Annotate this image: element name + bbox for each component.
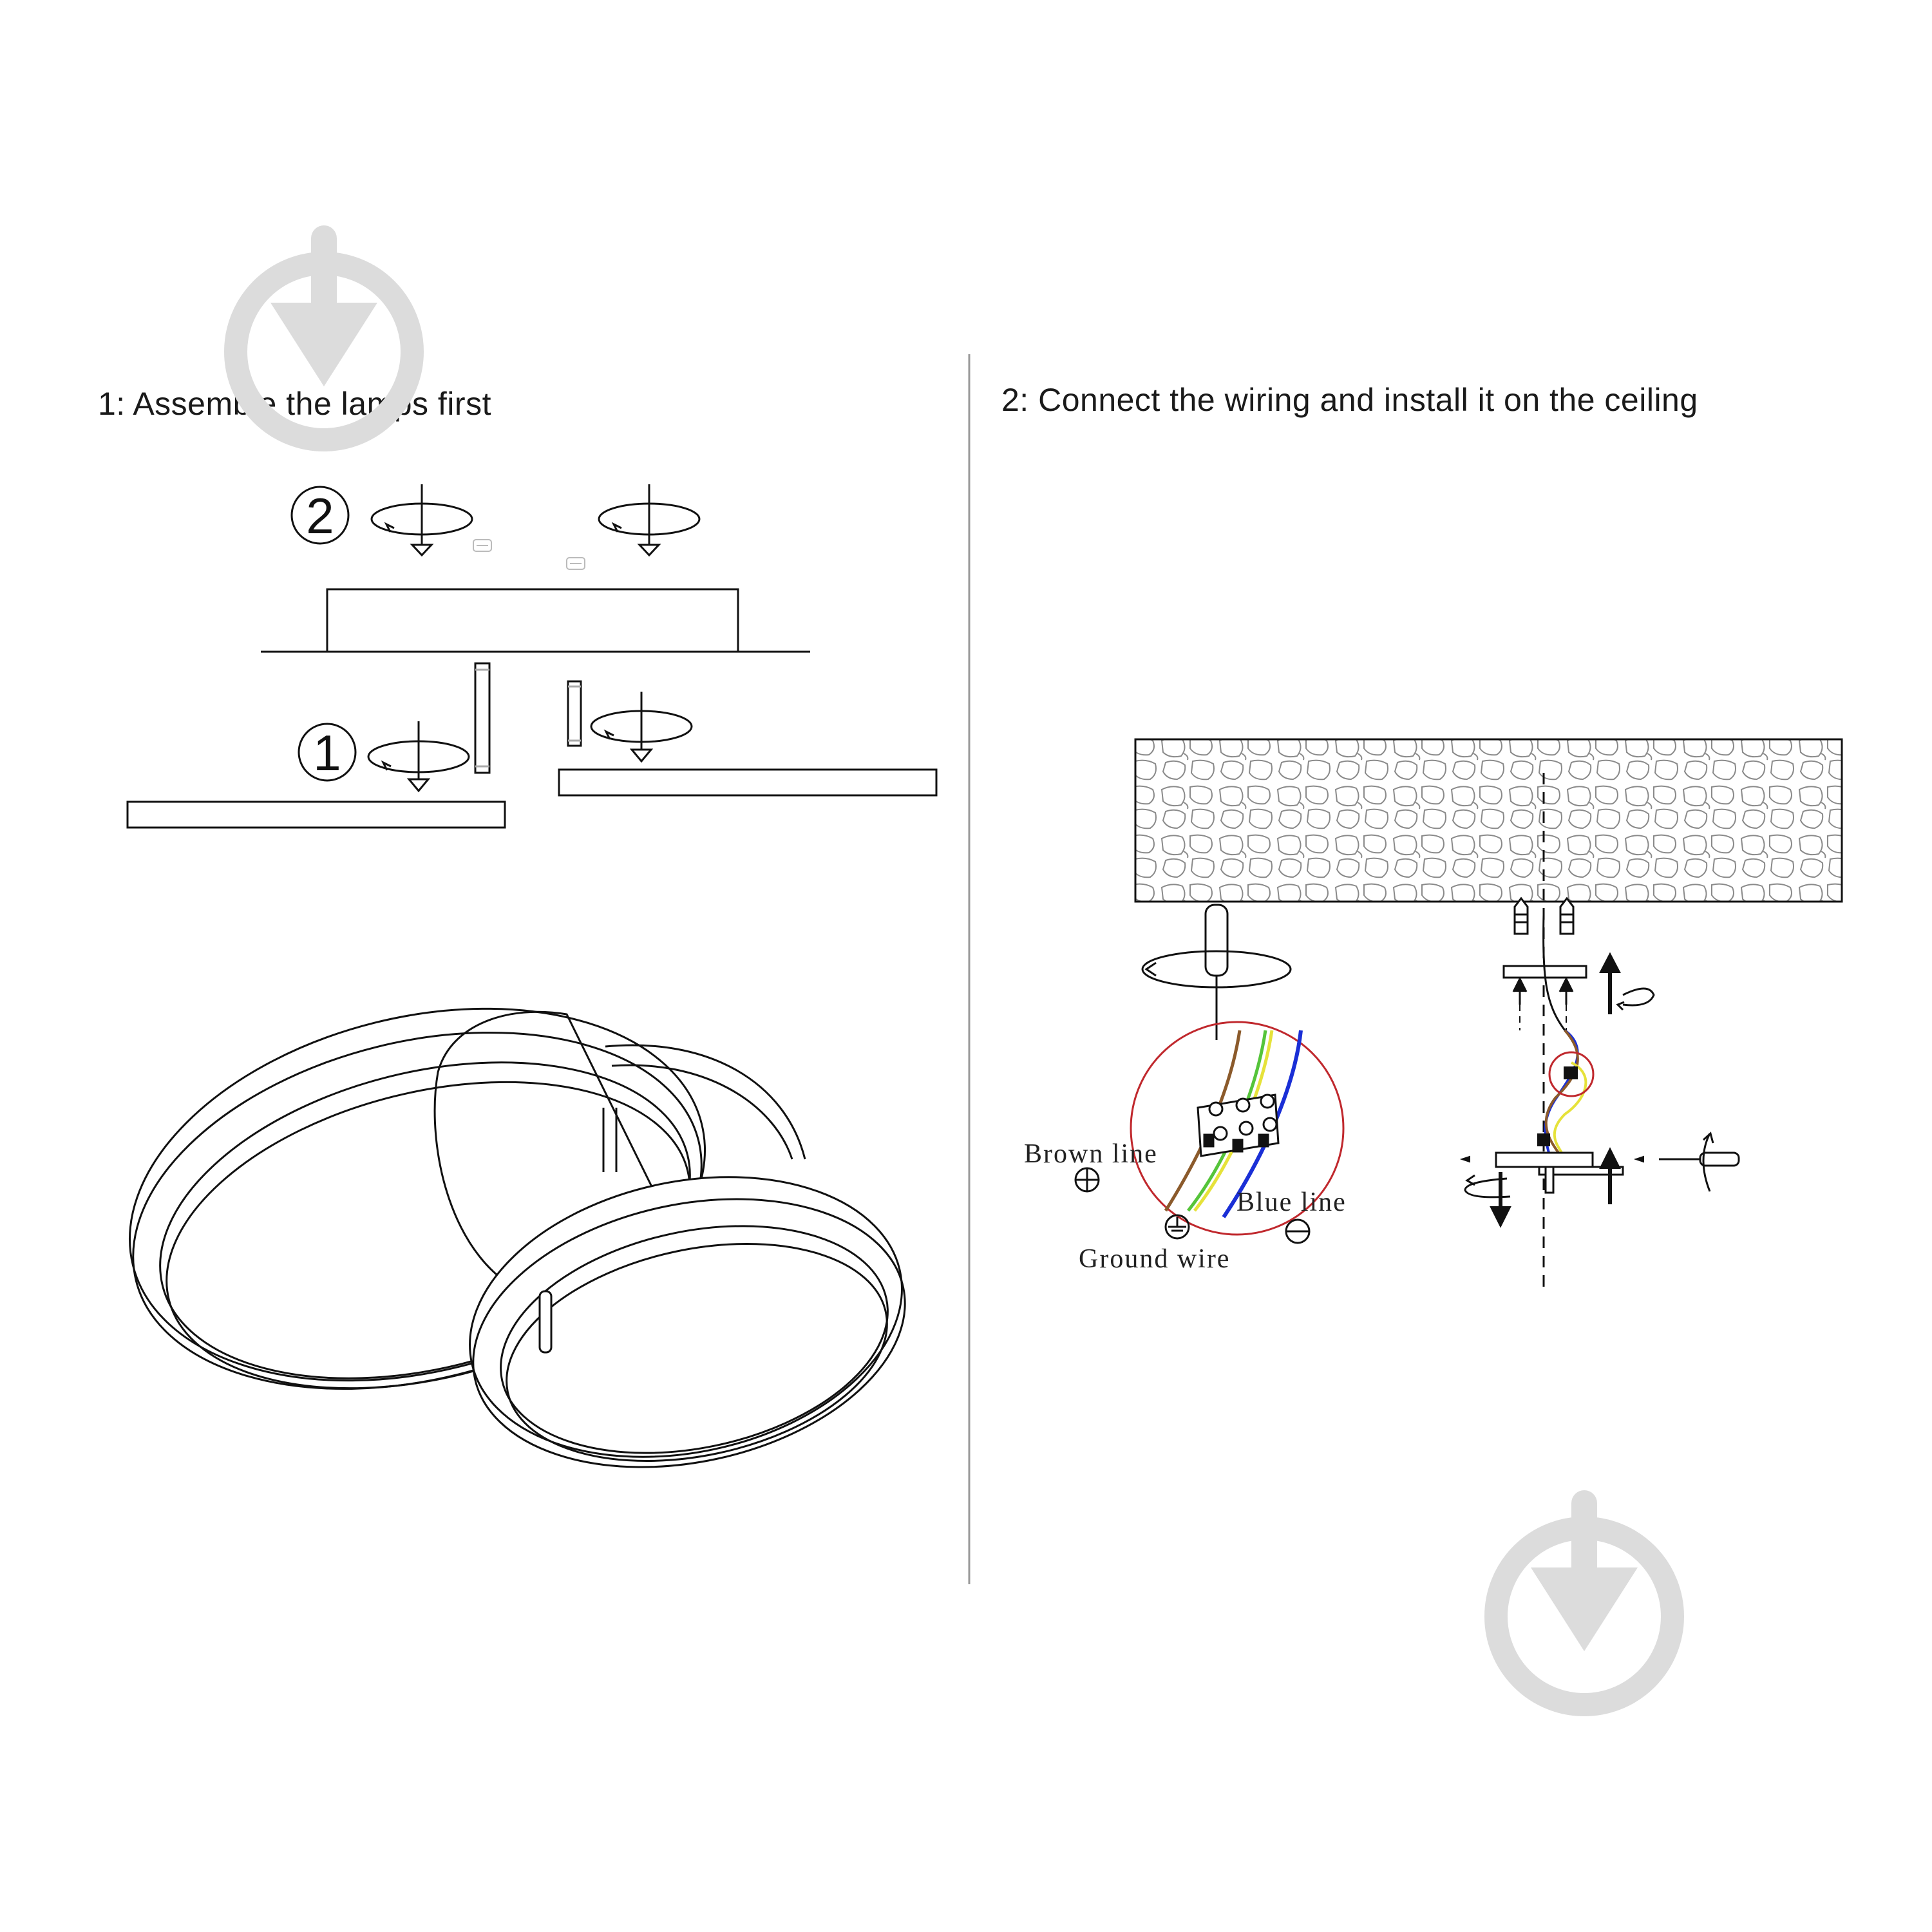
lamp-base-plate [1495,1151,1624,1194]
step2-installation-diagram: Brown line Blue line Ground wire [1024,738,1843,1288]
connector-highlight-small [1548,1051,1595,1097]
support-rod [474,662,491,774]
plus-symbol-icon [1074,1167,1100,1193]
up-arrow-icon [1599,952,1621,1014]
ring-profile-right [558,768,938,797]
nut-icon [473,539,492,552]
canopy-base [326,588,739,653]
screwdriver-icon [1204,904,1229,1040]
screw-icon [1558,976,1574,1005]
terminal-block-highlight [1130,1021,1345,1236]
rotate-icon [1141,950,1292,989]
rotate-icon [1702,1132,1714,1192]
rotate-icon [1464,1174,1511,1198]
brown-line-label: Brown line [1024,1139,1158,1169]
support-rod [567,680,582,747]
step1-exploded-diagram: 2 [126,484,938,829]
marker-1-circle [298,723,357,782]
marker-2-circle [290,486,350,545]
assembled-lamp-drawing [129,1007,906,1468]
cable [1542,914,1566,1031]
rotate-arrow-icon [598,484,701,557]
wall-anchor-icon [1513,896,1529,935]
rotate-arrow-icon [370,484,473,557]
step2-title: 2: Connect the wiring and install it on … [1001,382,1698,418]
terminal-block-icon [1197,1094,1280,1157]
step1-title: 1: Assemble the lamps first [98,386,491,422]
watermark-logo-top [224,225,424,451]
minus-symbol-icon [1285,1218,1311,1244]
nut-icon [566,557,585,570]
ground-symbol-icon [1164,1214,1190,1240]
rotate-arrow-icon [367,721,470,793]
screw-icon [1512,976,1528,1005]
cable-terminal [1537,1133,1550,1146]
watermark-logo-bottom [1484,1490,1684,1716]
marker-1-label: 1 [313,724,341,781]
marker-2-label: 2 [306,488,334,544]
rotate-icon [1616,987,1655,1011]
screwdriver-icon [1659,1151,1740,1167]
ground-wire-label: Ground wire [1079,1244,1230,1274]
up-arrow-icon [1599,1147,1621,1204]
ceiling-slab [1134,738,1843,903]
rotate-arrow-icon [590,692,693,763]
screw-icon [1459,1155,1470,1163]
screw-icon [1633,1155,1644,1163]
blue-line-label: Blue line [1236,1188,1347,1217]
wall-anchor-icon [1559,896,1575,935]
ring-profile-left [126,800,506,829]
